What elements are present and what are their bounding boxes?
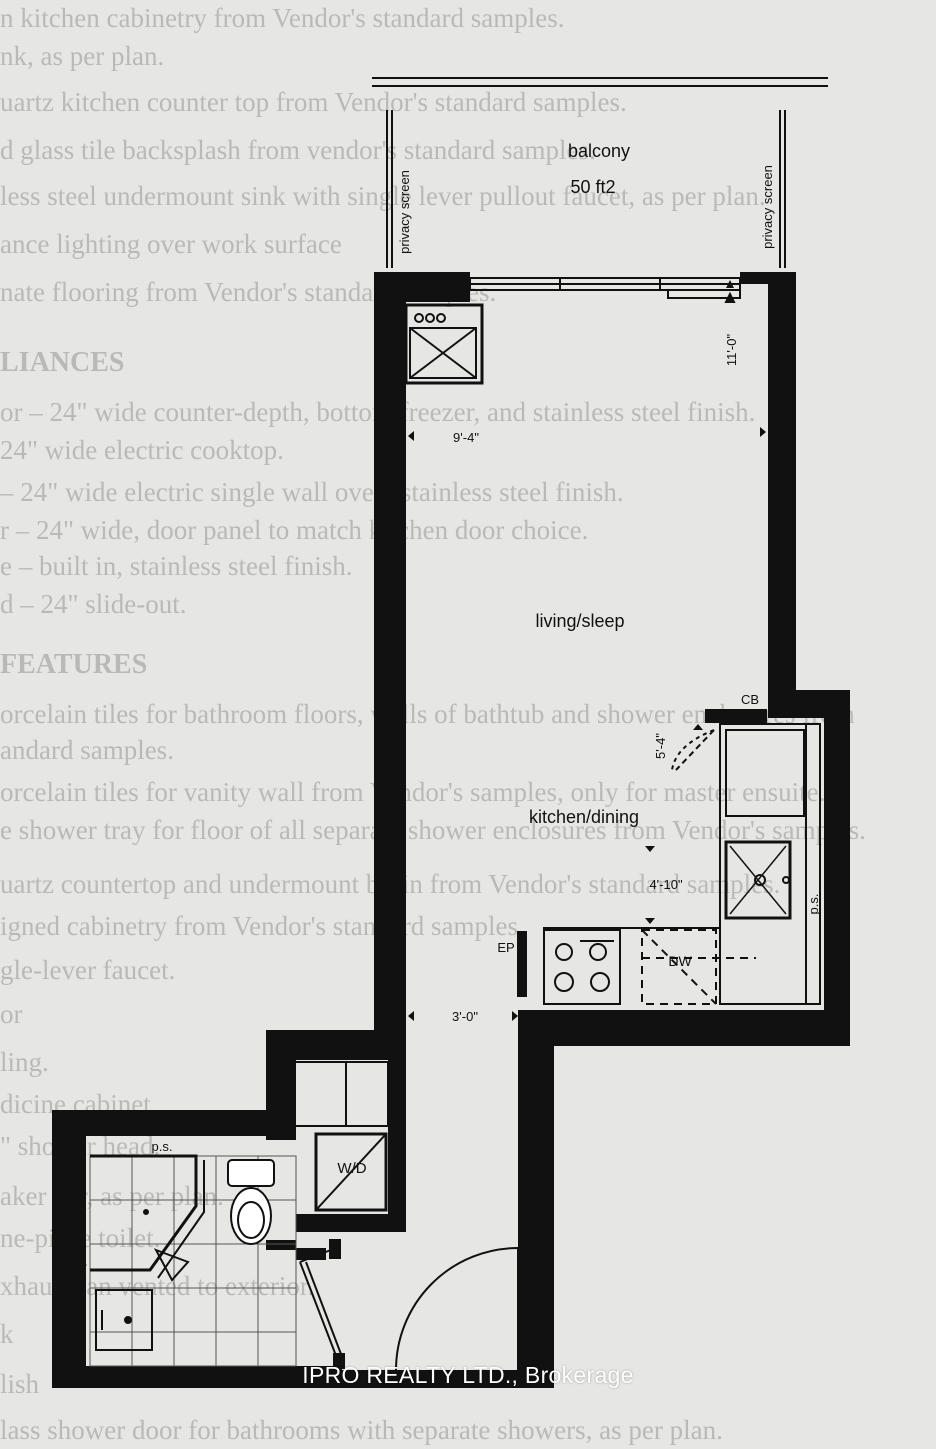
balcony-area <box>372 77 828 268</box>
entry-door <box>395 1247 519 1371</box>
privacy-screen-right-label: privacy screen <box>760 165 775 249</box>
washer-dryer-closet <box>291 1061 389 1212</box>
balcony-doors <box>469 277 741 303</box>
balcony-area-label: 50 ft2 <box>570 177 615 197</box>
kitchen-counter <box>517 709 821 1005</box>
living-label: living/sleep <box>535 611 624 631</box>
balcony-label: balcony <box>568 141 630 161</box>
bathroom-tiles <box>89 1155 297 1367</box>
walls <box>52 272 850 1388</box>
ps-bath-top-label: p.s. <box>152 1139 173 1154</box>
brokerage-watermark: IPRO REALTY LTD., Brokerage <box>302 1362 634 1388</box>
cooktop <box>543 929 621 1005</box>
wd-label: W/D <box>337 1160 366 1177</box>
hall-width-dim: 3'-0" <box>452 1009 478 1024</box>
ep-label: EP <box>497 940 514 955</box>
bathroom-door <box>299 1239 345 1369</box>
ps-kitchen-label: p.s. <box>806 894 821 915</box>
cb-label: CB <box>741 692 759 707</box>
dimension-arrows <box>408 280 766 1021</box>
privacy-screen-left-label: privacy screen <box>397 170 412 254</box>
kitchen-width-dim: 4'-10" <box>649 877 683 892</box>
stacked-appliance <box>404 303 484 385</box>
toilet <box>227 1159 275 1245</box>
living-depth-dim: 11'-0" <box>724 334 739 367</box>
shower <box>90 1154 205 1282</box>
ps-bath-side-label: p.s. <box>72 1246 87 1267</box>
vanity <box>95 1289 153 1351</box>
kitchen-depth-dim: 5'-4" <box>653 733 668 759</box>
dw-label: DW <box>668 953 692 969</box>
kitchen-label: kitchen/dining <box>529 807 639 827</box>
living-width-dim: 9'-4" <box>453 430 479 445</box>
kitchen-doors <box>671 729 715 771</box>
dishwasher <box>641 929 756 1005</box>
